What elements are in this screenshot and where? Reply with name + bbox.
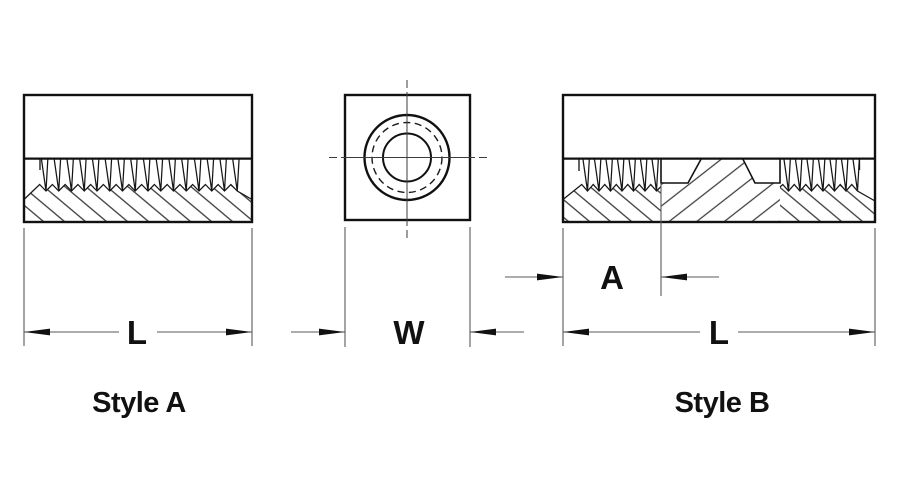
style-b-body-outline	[561, 93, 877, 224]
style-a-body-outline	[22, 93, 254, 224]
style-b-side-view	[561, 93, 877, 224]
arrowhead-right-icon	[537, 273, 563, 281]
end-view-centerlines	[329, 80, 487, 238]
style-b-core-hatch	[661, 159, 780, 221]
style-a-side-view	[22, 93, 254, 224]
length-dimension-label: L	[127, 314, 147, 351]
dimension-thread-depth-style-b: A	[505, 183, 719, 296]
square-end-view	[329, 80, 487, 238]
style-b-right-thread-section	[779, 159, 876, 221]
arrowhead-left-icon	[470, 328, 496, 336]
style-b-left-thread-section	[562, 159, 662, 221]
style-a-thread-section	[23, 159, 253, 221]
style-b-left-drill-point-outline	[660, 158, 702, 184]
length-dimension-label: L	[709, 314, 729, 351]
style-a-caption: Style A	[92, 387, 186, 419]
arrowhead-left-icon	[661, 273, 687, 281]
arrowhead-right-icon	[319, 328, 345, 336]
dimension-length-style-b: L	[562, 228, 876, 351]
thread-depth-dimension-label: A	[600, 259, 624, 296]
arrowhead-left-icon	[563, 328, 589, 336]
width-dimension-label: W	[393, 314, 425, 351]
style-b-right-drill-point-outline	[742, 158, 781, 184]
arrowhead-left-icon	[24, 328, 50, 336]
dimension-length-style-a: L	[23, 228, 253, 351]
dimension-width-end-view: W	[291, 227, 524, 351]
style-b-caption: Style B	[675, 387, 770, 419]
arrowhead-right-icon	[226, 328, 252, 336]
arrowhead-right-icon	[849, 328, 875, 336]
